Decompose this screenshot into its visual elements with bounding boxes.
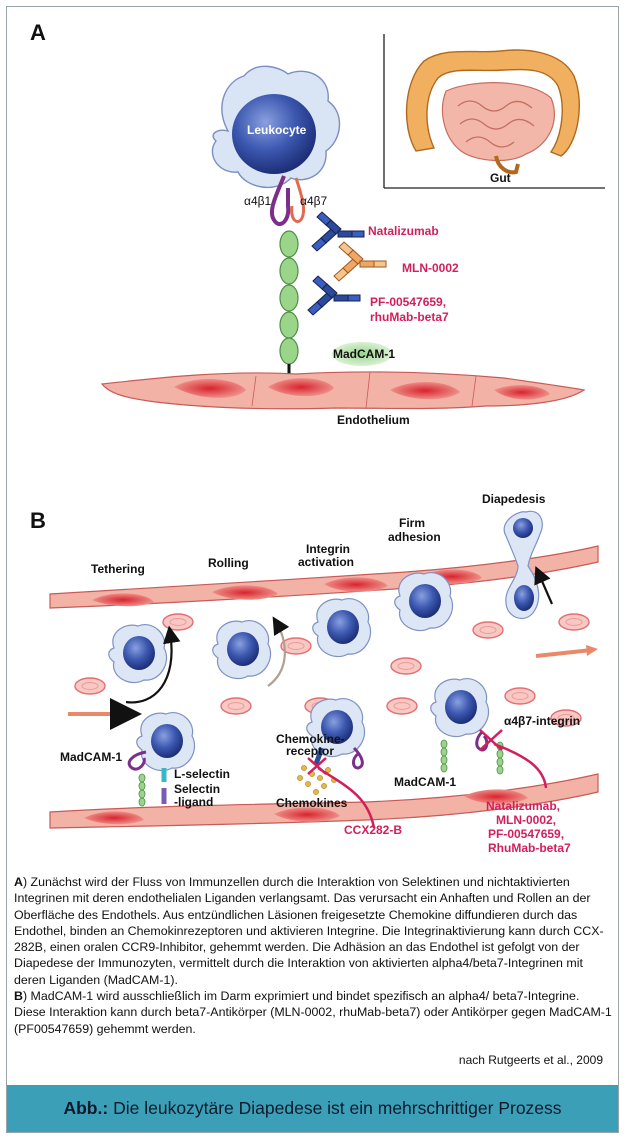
step-activation: activation	[298, 555, 354, 569]
gut-label: Gut	[490, 171, 511, 185]
step-adhesion: adhesion	[388, 530, 441, 544]
integrin-madcam-bottom	[440, 729, 548, 789]
endothelium-b-bottom	[49, 773, 599, 829]
chemokine-receptor-label-2: receptor	[286, 744, 334, 758]
caption-a-letter: A	[14, 875, 23, 889]
gut-illustration	[405, 49, 581, 175]
l-selectin-complex	[127, 750, 167, 807]
gut-inset: Gut	[383, 34, 605, 189]
panel-a-letter: A	[30, 20, 46, 45]
diapedesis-arrow	[534, 565, 554, 605]
antibody-natalizumab	[311, 211, 365, 252]
chemokine-receptor	[313, 746, 364, 770]
endothelium-b-top	[49, 545, 599, 609]
caption-a-text: ) Zunächst wird der Fluss von Immunzelle…	[14, 875, 604, 987]
ccx282-b-label: CCX282-B	[344, 823, 402, 837]
source-citation: nach Rutgeerts et al., 2009	[458, 1053, 603, 1067]
flow-arrow-right-head	[586, 645, 598, 656]
cell-firm-adhesion	[394, 571, 454, 632]
step-diapedesis: Diapedesis	[482, 492, 546, 506]
chemokines-label: Chemokines	[276, 796, 348, 810]
cell-diapedesis	[503, 510, 543, 619]
caption-b-text: ) MadCAM-1 wird ausschließlich im Darm e…	[14, 989, 612, 1036]
antibody-pf	[307, 275, 361, 316]
madcam-blob	[332, 342, 392, 366]
drug-pf-00547659: PF-00547659,	[370, 295, 446, 309]
banner-prefix: Abb.:	[63, 1098, 109, 1118]
cell-integrin-activation	[312, 597, 372, 658]
madcam-stalk	[279, 230, 299, 378]
endothelium-a	[100, 371, 586, 410]
leukocyte-cell: Leukocyte	[211, 65, 341, 189]
drug-right-rhumab: RhuMab-beta7	[488, 841, 571, 855]
drug-mln-0002: MLN-0002	[402, 261, 459, 275]
step-firm: Firm	[399, 516, 425, 530]
drug-rhumab-beta7: rhuMab-beta7	[370, 310, 449, 324]
drug-right-natalizumab: Natalizumab,	[486, 799, 560, 813]
caption-b-letter: B	[14, 989, 23, 1004]
leukocyte-label: Leukocyte	[247, 123, 307, 137]
chemokine-dots	[297, 765, 337, 795]
selectin-ligand-label-2: -ligand	[174, 795, 213, 809]
cell-tethering	[108, 623, 168, 684]
madcam-label-right: MadCAM-1	[394, 775, 456, 789]
cell-integrin-bottom	[430, 677, 490, 738]
rolling-arrow	[267, 616, 290, 687]
endothelium-label: Endothelium	[337, 413, 410, 427]
flow-arrow-right	[535, 648, 593, 658]
ccx-inhibition	[307, 757, 376, 829]
caption-a: A) Zunächst wird der Fluss von Immunzell…	[14, 874, 612, 988]
panel-b-letter: B	[30, 508, 46, 533]
alpha4beta1-label: α4β1	[244, 194, 272, 208]
antibody-mln	[333, 241, 387, 282]
step-rolling: Rolling	[208, 556, 249, 570]
step-integrin: Integrin	[306, 542, 350, 556]
figure-illustration: A Gut Leukocyte α4β1 α4β7	[30, 20, 605, 855]
alpha4beta7-label: α4β7	[300, 194, 328, 208]
selectin-ligand-label-1: Selectin	[174, 782, 220, 796]
tethering-arrow	[125, 625, 181, 704]
madcam-label-left: MadCAM-1	[60, 750, 122, 764]
banner-text: Die leukozytäre Diapedese ist ein mehrsc…	[113, 1098, 562, 1118]
integrin-receptors: α4β1 α4β7	[244, 175, 328, 226]
madcam-label-a: MadCAM-1	[333, 347, 395, 361]
figure-title-banner: Abb.: Die leukozytäre Diapedese ist ein …	[7, 1085, 618, 1132]
l-selectin-label: L-selectin	[174, 767, 230, 781]
step-tethering: Tethering	[91, 562, 145, 576]
figure-caption: A) Zunächst wird der Fluss von Immunzell…	[14, 874, 612, 1037]
drug-natalizumab: Natalizumab	[368, 224, 439, 238]
drug-right-pf: PF-00547659,	[488, 827, 564, 841]
drug-right-mln: MLN-0002,	[496, 813, 556, 827]
cell-rolling	[212, 619, 272, 680]
integrin-label: α4β7-integrin	[504, 714, 580, 728]
caption-b: B) MadCAM-1 wird ausschließlich im Darm …	[14, 988, 612, 1037]
chemokine-receptor-label-1: Chemokine-	[276, 732, 345, 746]
